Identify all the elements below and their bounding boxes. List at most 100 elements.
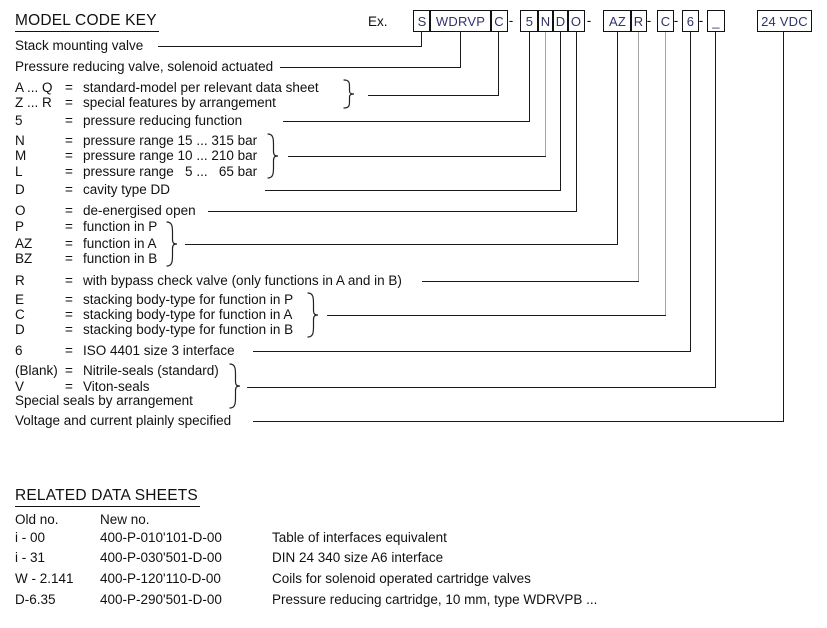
code-key: E: [15, 292, 25, 307]
connector-horizontal-line: [288, 156, 546, 157]
code-key-description: stacking body-type for function in B: [83, 322, 294, 337]
connector-vertical-line: [715, 32, 716, 388]
right-curly-brace: [267, 133, 279, 179]
equals-sign: =: [65, 292, 73, 307]
connector-vertical-line: [545, 32, 546, 157]
column-header-old-no: Old no.: [15, 512, 59, 527]
connector-horizontal-line: [158, 46, 422, 47]
code-key-row: O=de-energised open: [15, 203, 196, 219]
code-key-description: pressure reducing function: [83, 113, 243, 128]
right-curly-brace: [166, 221, 178, 267]
code-key: N: [15, 133, 25, 148]
code-key-description: standard-model per relevant data sheet: [83, 80, 319, 95]
related-data-sheets-title: RELATED DATA SHEETS: [15, 487, 200, 507]
code-segment-box: C: [657, 10, 674, 32]
connector-vertical-line: [783, 32, 784, 422]
code-key-description: pressure range 10 ... 210 bar: [83, 148, 258, 163]
code-key-description: special features by arrangement: [83, 95, 276, 110]
code-segment-box: D: [552, 10, 569, 32]
code-key-row: N = pressure range 15 ... 315 bar: [15, 133, 257, 149]
connector-vertical-line: [690, 32, 691, 352]
connector-horizontal-line: [265, 190, 561, 191]
connector-vertical-line: [638, 32, 639, 282]
table-cell-new-no: 400-P-120'110-D-00: [100, 571, 221, 586]
code-key-description: function in P: [83, 219, 158, 234]
table-cell-description: DIN 24 340 size A6 interface: [272, 550, 444, 565]
code-segment-box: _: [707, 10, 725, 32]
code-key-description: stacking body-type for function in P: [83, 292, 294, 307]
table-cell-old-no: D-6.35: [15, 592, 56, 607]
connector-horizontal-line: [280, 67, 461, 68]
equals-sign: =: [65, 343, 73, 358]
code-key-row: C=stacking body-type for function in A: [15, 307, 292, 323]
connector-horizontal-line: [327, 315, 666, 316]
code-key: AZ: [15, 236, 33, 251]
code-separator-dash: -: [698, 13, 704, 28]
example-label: Ex.: [368, 14, 388, 29]
connector-horizontal-line: [253, 421, 784, 422]
code-key-row: AZ=function in A: [15, 236, 157, 252]
equals-sign: =: [65, 251, 73, 266]
page-title: MODEL CODE KEY: [15, 12, 159, 32]
code-key: BZ: [15, 251, 33, 266]
connector-vertical-line: [529, 32, 530, 122]
code-key-description: stacking body-type for function in A: [83, 307, 293, 322]
table-cell-description: Coils for solenoid operated cartridge va…: [272, 571, 531, 586]
equals-sign: =: [65, 95, 73, 110]
code-key: 5: [15, 113, 23, 128]
connector-horizontal-line: [422, 281, 639, 282]
code-segment-box: C: [490, 10, 508, 32]
code-key: V: [15, 379, 25, 394]
table-cell-new-no: 400-P-030'501-D-00: [100, 550, 222, 565]
code-segment-box: R: [630, 10, 647, 32]
equals-sign: =: [65, 133, 73, 148]
code-key-description: Nitrile-seals (standard): [83, 363, 219, 378]
connector-horizontal-line: [185, 244, 618, 245]
code-key: A ... Q: [15, 80, 53, 95]
code-separator-dash: -: [673, 13, 679, 28]
code-key: 6: [15, 343, 23, 358]
equals-sign: =: [65, 219, 73, 234]
equals-sign: =: [65, 148, 73, 163]
code-key-row: D=stacking body-type for function in B: [15, 322, 293, 338]
connector-vertical-line: [560, 32, 561, 191]
code-separator-dash: -: [586, 13, 592, 28]
code-segment-box: WDRVP: [429, 10, 492, 32]
connector-horizontal-line: [208, 211, 577, 212]
code-key: Z ... R: [15, 95, 52, 110]
equals-sign: =: [65, 307, 73, 322]
code-separator-dash: -: [646, 13, 652, 28]
code-key-description: Viton-seals: [83, 379, 150, 394]
table-cell-old-no: i - 00: [15, 530, 46, 545]
code-key-description: de-energised open: [83, 203, 196, 218]
code-segment-box: 24 VDC: [757, 10, 812, 32]
code-segment-box: O: [567, 10, 585, 32]
code-key-row: Z ... R = special features by arrangement: [15, 95, 276, 111]
code-segment-box: 5: [520, 10, 539, 32]
table-cell-new-no: 400-P-290'501-D-00: [100, 592, 222, 607]
code-key: L: [15, 164, 23, 179]
code-key: D: [15, 182, 25, 197]
code-key: P: [15, 219, 25, 234]
code-key-description: pressure range 5 ... 65 bar: [83, 164, 258, 179]
equals-sign: =: [65, 80, 73, 95]
code-key-row: Stack mounting valve: [15, 38, 144, 53]
table-cell-old-no: W - 2.141: [15, 571, 74, 586]
connector-vertical-line: [617, 32, 618, 245]
code-key-row: BZ=function in B: [15, 251, 157, 267]
right-curly-brace: [229, 363, 241, 409]
connector-horizontal-line: [283, 121, 530, 122]
code-segment-box: 6: [682, 10, 699, 32]
equals-sign: =: [65, 164, 73, 179]
code-key: R: [15, 273, 25, 288]
code-key-row: V=Viton-seals: [15, 379, 150, 395]
code-key-row: E = stacking body-type for function in P: [15, 292, 293, 308]
column-header-new-no: New no.: [100, 512, 150, 527]
equals-sign: =: [65, 113, 73, 128]
code-key-row: L = pressure range 5 ... 65 bar: [15, 164, 257, 180]
equals-sign: =: [65, 236, 73, 251]
connector-vertical-line: [421, 32, 422, 47]
code-key-description: pressure range 15 ... 315 bar: [83, 133, 258, 148]
code-key-row: (Blank)=Nitrile-seals (standard): [15, 363, 219, 379]
